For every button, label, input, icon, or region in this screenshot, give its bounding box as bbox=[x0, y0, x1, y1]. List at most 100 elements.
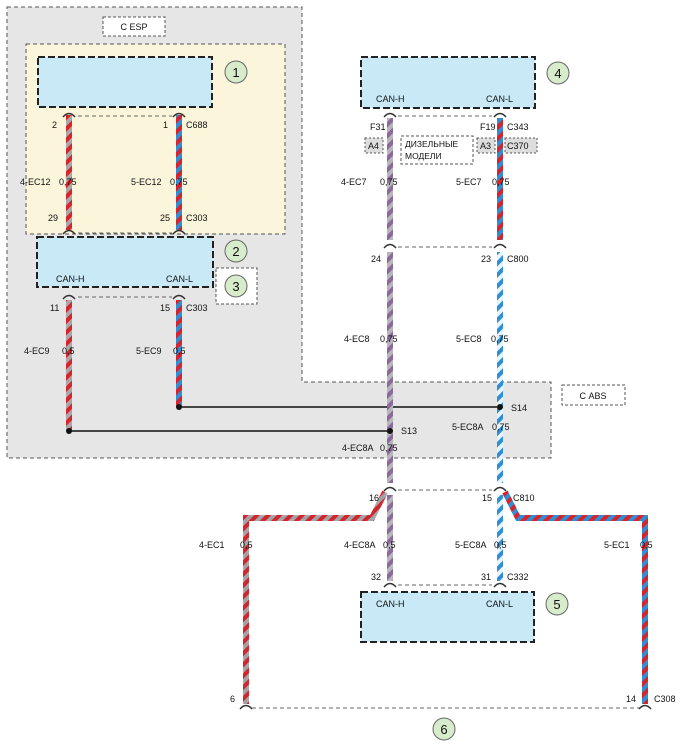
callout-6: 6 bbox=[440, 722, 447, 737]
diesel-label-line1: ДИЗЕЛЬНЫЕ bbox=[405, 139, 458, 149]
c370-name-box bbox=[504, 137, 538, 154]
c370-pin-l-box bbox=[476, 137, 496, 154]
wire-5-ec8a-id: 5-EC8A bbox=[455, 540, 487, 550]
wire-5-ec7-id: 5-EC7 bbox=[456, 177, 482, 187]
c332-name: C332 bbox=[507, 572, 529, 582]
wire-5-ec12 bbox=[176, 115, 182, 230]
wire-5-ec8a-top-id: 5-EC8A bbox=[452, 422, 484, 432]
c370-pin-h-box bbox=[364, 137, 384, 154]
terminal bbox=[383, 243, 397, 249]
terminal bbox=[239, 704, 253, 710]
terminal bbox=[172, 112, 186, 118]
wire-5-ec9-id: 5-EC9 bbox=[136, 346, 162, 356]
callout-5: 5 bbox=[553, 597, 560, 612]
wire-4-ec9-size: 0,5 bbox=[62, 346, 75, 356]
wire-4-ec1-outline bbox=[245, 491, 386, 704]
abs-label-box bbox=[561, 384, 626, 406]
callout-5-circle bbox=[545, 592, 569, 616]
terminal bbox=[172, 294, 186, 300]
c308-pin-h: 6 bbox=[230, 694, 235, 704]
c800-pin-l: 23 bbox=[481, 254, 491, 264]
c303-top-name: C303 bbox=[186, 213, 208, 223]
wire-4-ec1-size: 0,5 bbox=[240, 540, 253, 550]
wire-4-ec12-id: 4-EC12 bbox=[20, 177, 51, 187]
wire-5-ec8 bbox=[497, 252, 503, 483]
abs-label: С ABS bbox=[579, 391, 606, 401]
terminal bbox=[62, 112, 76, 118]
c303-bottom-pin-h: 11 bbox=[50, 303, 59, 313]
diesel-label-line2: МОДЕЛИ bbox=[405, 151, 442, 161]
splice-s14-dot bbox=[497, 404, 503, 410]
wire-4-ec8a-id: 4-EC8A bbox=[344, 540, 376, 550]
wire-5-ec7 bbox=[497, 118, 503, 240]
terminal bbox=[62, 294, 76, 300]
wire-4-ec1-id: 4-EC1 bbox=[199, 540, 225, 550]
terminal bbox=[383, 582, 397, 588]
callout-2: 2 bbox=[232, 244, 239, 259]
c688-pin-h: 2 bbox=[52, 120, 57, 130]
module-2 bbox=[36, 236, 214, 288]
splice-s14: S14 bbox=[511, 403, 527, 413]
wire-4-ec8a-top-id: 4-EC8A bbox=[342, 443, 374, 453]
esp-label: С ESP bbox=[120, 22, 147, 32]
splice-esp-can-l-dot bbox=[176, 404, 182, 410]
callout-4-circle bbox=[546, 61, 570, 85]
c332-pin-l: 31 bbox=[481, 572, 491, 582]
terminal bbox=[493, 582, 507, 588]
wire-5-ec8a-top-size: 0,75 bbox=[492, 422, 510, 432]
c370-pin-h: A4 bbox=[368, 141, 379, 151]
module2-can-l-label: CAN-L bbox=[166, 274, 193, 284]
wire-4-ec7-id: 4-EC7 bbox=[341, 177, 367, 187]
module-4 bbox=[360, 56, 536, 109]
c800-pin-h: 24 bbox=[371, 254, 381, 264]
c303-top-pin-l: 25 bbox=[160, 213, 170, 223]
module5-can-h-label: CAN-H bbox=[376, 599, 405, 609]
wire-4-ec8a-size: 0,5 bbox=[383, 540, 396, 550]
terminal bbox=[493, 243, 507, 249]
c810-pin-h: 16 bbox=[369, 493, 379, 503]
wire-5-ec8-id: 5-EC8 bbox=[456, 334, 482, 344]
terminal bbox=[172, 229, 186, 235]
wire-4-ec8-id: 4-EC8 bbox=[344, 334, 370, 344]
module-1 bbox=[37, 56, 213, 108]
wire-4-ec1 bbox=[243, 490, 388, 704]
splice-esp-can-h-dot bbox=[66, 428, 72, 434]
diesel-label-box bbox=[400, 135, 474, 165]
terminal bbox=[383, 112, 397, 118]
wire-4-ec9 bbox=[66, 300, 72, 431]
callout-2-circle bbox=[224, 239, 248, 263]
wire-4-ec8a bbox=[387, 495, 393, 581]
wire-4-ec8-size: 0,75 bbox=[380, 334, 398, 344]
wire-4-ec8 bbox=[387, 252, 393, 483]
module-5 bbox=[360, 591, 535, 643]
c688-pin-l: 1 bbox=[163, 120, 168, 130]
terminal bbox=[493, 486, 507, 492]
wire-4-ec7 bbox=[387, 118, 393, 240]
splice-s13: S13 bbox=[401, 426, 417, 436]
wire-5-ec8-size: 0,75 bbox=[491, 334, 509, 344]
c810-pin-l: 15 bbox=[482, 493, 492, 503]
connector-terminals bbox=[62, 112, 652, 710]
wire-4-ec12 bbox=[66, 115, 72, 230]
wire-5-ec1-id: 5-EC1 bbox=[604, 540, 630, 550]
wire-5-ec12-id: 5-EC12 bbox=[131, 177, 162, 187]
c688-name: C688 bbox=[186, 120, 208, 130]
callout-4: 4 bbox=[554, 66, 561, 81]
module5-can-l-label: CAN-L bbox=[486, 599, 513, 609]
wire-5-ec8a-size: 0,5 bbox=[494, 540, 507, 550]
terminal bbox=[493, 112, 507, 118]
wire-4-ec7-size: 0,75 bbox=[380, 177, 398, 187]
wire-4-ec9-id: 4-EC9 bbox=[24, 346, 50, 356]
c308-pin-l: 14 bbox=[626, 694, 636, 704]
c303-bottom-pin-l: 15 bbox=[160, 303, 170, 313]
module4-can-h-label: CAN-H bbox=[376, 94, 405, 104]
esp-label-box bbox=[102, 16, 166, 37]
wire-5-ec1 bbox=[502, 490, 648, 704]
c810-name: C810 bbox=[513, 493, 535, 503]
c800-name: C800 bbox=[507, 254, 529, 264]
c343-pin-h: F31 bbox=[370, 122, 386, 132]
wire-5-ec8a bbox=[497, 495, 503, 581]
callout-6-circle bbox=[432, 717, 456, 741]
callout-3: 3 bbox=[232, 279, 239, 294]
